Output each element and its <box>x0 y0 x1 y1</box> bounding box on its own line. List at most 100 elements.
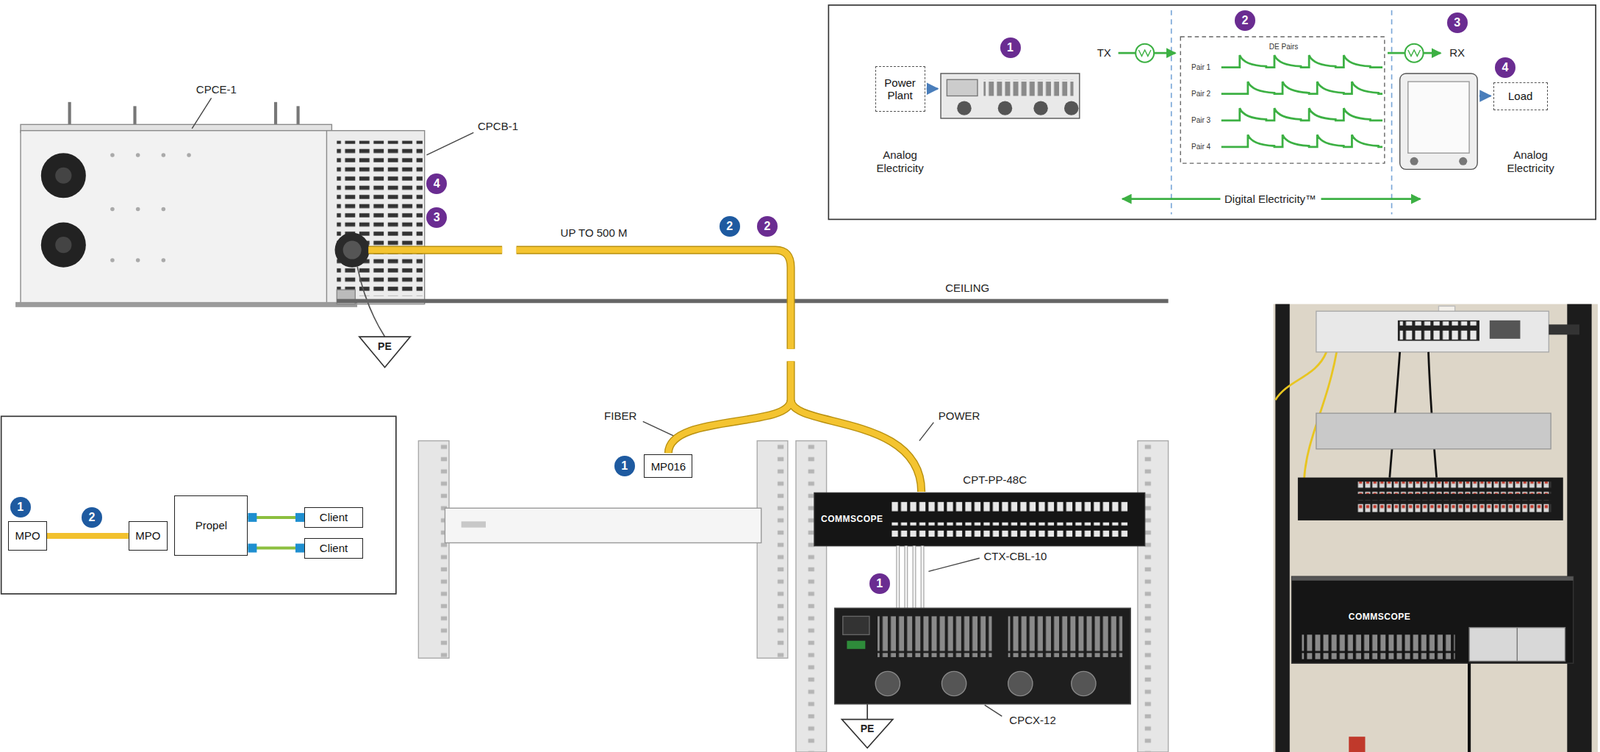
tx-device <box>926 73 1080 119</box>
ceiling-line <box>336 299 1168 304</box>
ground-symbol <box>841 719 893 749</box>
rack-left <box>461 521 486 527</box>
rack-right <box>795 440 827 752</box>
rack-photo <box>1489 320 1521 339</box>
rack-right <box>912 546 917 611</box>
rack-photo <box>1275 352 1326 400</box>
digital-electricity-panel <box>1221 108 1383 121</box>
part-label: Analog Electricity <box>867 148 934 175</box>
rack-right <box>795 440 827 752</box>
leader-line <box>643 421 676 437</box>
process-box: Client <box>304 537 364 559</box>
small-label: Pair 3 <box>1191 116 1211 125</box>
enclosure-cpce <box>133 105 136 125</box>
rack-photo <box>1275 304 1290 752</box>
logo-text: COMMSCOPE <box>820 514 884 525</box>
box-text: Client <box>319 510 348 524</box>
tx-device <box>926 87 938 90</box>
rack-right <box>941 671 966 696</box>
inset-frame <box>1 415 397 594</box>
connector-plug <box>295 543 305 553</box>
rack-right <box>875 671 1096 696</box>
rack-photo <box>1516 627 1518 662</box>
rack-left <box>444 507 761 543</box>
box-text: MPO <box>14 529 40 542</box>
leader-line <box>928 557 979 572</box>
rack-photo <box>1469 627 1565 662</box>
small-label: Pair 4 <box>1191 142 1211 152</box>
rx-device <box>1410 157 1419 166</box>
part-label: CPCX-12 <box>1009 714 1056 727</box>
ceiling-line <box>336 299 1168 304</box>
rx-device <box>1400 73 1492 170</box>
rack-photo <box>1273 304 1598 752</box>
rack-photo <box>1292 576 1574 663</box>
digital-electricity-panel <box>1118 10 1442 215</box>
leader-line <box>191 97 211 129</box>
rx-device <box>1408 81 1470 153</box>
hybrid-cable <box>368 249 921 492</box>
tx-device <box>940 73 1080 119</box>
digital-electricity-panel <box>1408 49 1421 56</box>
small-label: DE Pairs <box>1269 42 1298 52</box>
tx-device <box>1064 100 1079 115</box>
part-label: CTX-CBL-10 <box>984 549 1048 563</box>
enclosure-cpce <box>20 130 332 305</box>
enclosure-cpce <box>69 102 299 125</box>
tx-device <box>956 100 971 115</box>
hybrid-cable <box>790 399 922 492</box>
rack-photo <box>1297 477 1564 521</box>
inset-frame <box>828 5 1596 220</box>
tx-device <box>998 100 1013 115</box>
enclosure-cpce <box>161 207 167 212</box>
tx-device <box>1033 100 1048 115</box>
enclosure-cpce <box>161 257 167 263</box>
callout-number: 2 <box>719 216 741 237</box>
rack-photo <box>1292 576 1574 581</box>
rack-photo <box>1356 499 1551 513</box>
part-label: UP TO 500 M <box>560 226 628 239</box>
rack-right <box>904 546 907 611</box>
enclosure-cpce <box>55 236 72 253</box>
process-box: MPO <box>8 521 48 551</box>
part-label: TX <box>1097 47 1112 60</box>
hybrid-cable <box>368 246 502 253</box>
callout-number: 4 <box>1494 57 1516 78</box>
enclosure-cpce <box>110 207 115 212</box>
enclosure-cpce <box>15 102 425 308</box>
enclosure-cpce <box>335 232 370 267</box>
rack-left <box>418 440 450 659</box>
digital-electricity-panel <box>1180 36 1385 164</box>
process-box: MPO <box>128 521 168 551</box>
digital-electricity-panel <box>1170 10 1173 215</box>
enclosure-cpce <box>41 152 86 198</box>
small-label: Pair 2 <box>1191 89 1211 99</box>
hybrid-cable <box>668 399 791 453</box>
connector-plug <box>247 512 257 522</box>
tx-device <box>946 79 978 96</box>
part-label: RX <box>1449 47 1465 60</box>
rack-photo <box>1348 736 1365 752</box>
enclosure-cpce <box>336 141 423 297</box>
leader-line <box>919 422 934 441</box>
box-text: MP016 <box>651 460 687 473</box>
enclosure-cpce <box>343 241 362 260</box>
box-text: Client <box>319 541 348 555</box>
rack-right <box>890 522 1129 537</box>
rack-photo <box>1400 321 1478 340</box>
inset-frame <box>1 5 1597 594</box>
ground-symbol <box>359 336 411 368</box>
rack-left <box>757 440 788 659</box>
part-label: CPCB-1 <box>477 120 519 134</box>
ground-label: PE <box>377 340 392 353</box>
rack-photo <box>1273 304 1598 752</box>
callout-number: 2 <box>81 507 103 528</box>
rack-right <box>920 546 925 611</box>
rack-right <box>834 607 1132 704</box>
callout-number: 2 <box>757 216 778 237</box>
hybrid-cable <box>668 399 791 453</box>
callout-number: 1 <box>1000 37 1021 59</box>
enclosure-cpce <box>55 167 72 184</box>
